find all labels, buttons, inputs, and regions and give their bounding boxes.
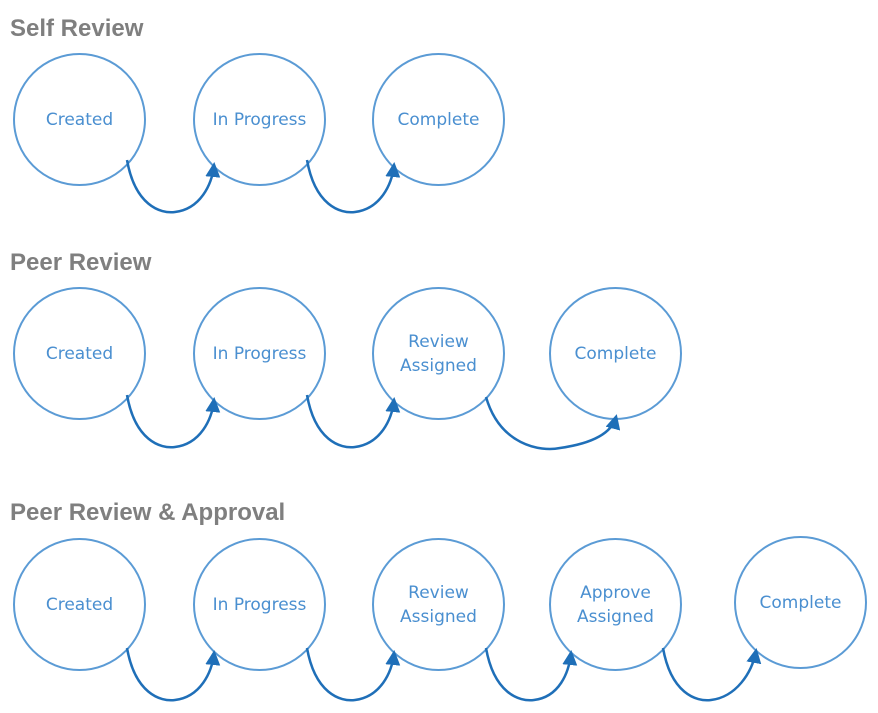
self-review-step-complete: Complete bbox=[372, 53, 505, 186]
peer-review-title: Peer Review bbox=[10, 249, 152, 276]
step-label: Complete bbox=[397, 109, 480, 130]
step-label: Created bbox=[45, 343, 114, 364]
approval-step-created: Created bbox=[13, 538, 146, 671]
step-label: Created bbox=[45, 594, 114, 615]
step-label: In Progress bbox=[212, 109, 307, 130]
step-label: Approve Assigned bbox=[577, 582, 654, 627]
peer-review-step-created: Created bbox=[13, 287, 146, 420]
arrow-self-created-to-in-progress bbox=[125, 159, 221, 214]
arrow-approval-in-progress-to-review-assigned bbox=[305, 647, 401, 702]
arrow-peer-in-progress-to-review-assigned bbox=[305, 394, 401, 449]
peer-review-approval-title: Peer Review & Approval bbox=[10, 499, 286, 526]
approval-step-approve-assigned: Approve Assigned bbox=[549, 538, 682, 671]
step-label: Review Assigned bbox=[400, 582, 477, 627]
peer-review-step-complete: Complete bbox=[549, 287, 682, 420]
approval-step-in-progress: In Progress bbox=[193, 538, 326, 671]
step-label: In Progress bbox=[212, 343, 307, 364]
self-review-step-in-progress: In Progress bbox=[193, 53, 326, 186]
step-label: Complete bbox=[759, 592, 842, 613]
self-review-step-created: Created bbox=[13, 53, 146, 186]
arrow-approval-created-to-in-progress bbox=[125, 647, 221, 702]
arrow-approval-approve-assigned-to-complete bbox=[661, 647, 762, 702]
approval-step-review-assigned: Review Assigned bbox=[372, 538, 505, 671]
step-label: Review Assigned bbox=[400, 331, 477, 376]
self-review-title: Self Review bbox=[10, 15, 144, 42]
peer-review-step-in-progress: In Progress bbox=[193, 287, 326, 420]
approval-step-complete: Complete bbox=[734, 536, 867, 669]
arrow-peer-created-to-in-progress bbox=[125, 394, 221, 449]
arrow-self-in-progress-to-complete bbox=[305, 159, 401, 214]
step-label: Created bbox=[45, 109, 114, 130]
step-label: In Progress bbox=[212, 594, 307, 615]
arrow-approval-review-assigned-to-approve-assigned bbox=[484, 647, 578, 702]
peer-review-step-review-assigned: Review Assigned bbox=[372, 287, 505, 420]
step-label: Complete bbox=[574, 343, 657, 364]
